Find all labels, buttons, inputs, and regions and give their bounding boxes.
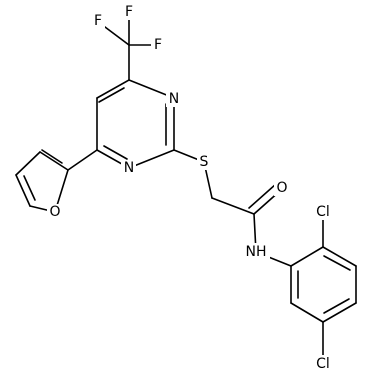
bond-pyr-c4-c5 [96,79,130,99]
atom-f-right: F [154,37,162,53]
bond-pyr-furan [67,149,98,171]
bond-pyr-c4-c5-inner [98,87,125,103]
bond-ar-c4-c5 [322,302,357,323]
label-bg [274,180,290,196]
label-bg [92,13,105,29]
bond-pyr-n1-c2 [128,149,175,169]
bond-ch2-carbonyl [211,197,255,215]
bond-ar-c2-c3 [322,246,357,267]
label-bg [312,355,334,372]
label-bg [121,160,136,176]
atom-f-left: F [94,13,102,29]
atom-f-top: F [125,4,133,20]
label-bg [244,243,270,260]
atom-s: S [200,154,209,170]
label-bg [123,4,136,20]
bond-pyr-c6-n1-inner [103,145,128,160]
label-bg [151,37,164,53]
bond-carbonyl-o-double [248,183,277,209]
atom-nh-amide: NH [246,244,267,260]
atom-cl-bottom: Cl [316,356,330,372]
label-bg [312,203,334,220]
bond-ar-c1-c2 [290,246,324,267]
bond-ar-c2-c3-inner [323,255,351,271]
atom-n-pyrimidine-bottom: N [124,160,134,176]
bond-furan-c4-c5 [15,174,31,207]
label-bg [197,153,211,170]
bond-furan-c2-c3 [39,151,69,171]
atom-o-carbonyl: O [276,180,287,196]
label-bg [166,91,181,107]
bond-furan-c3-c4 [15,151,41,176]
bond-furan-c4-c5-inner [23,175,36,201]
label-bg [47,204,63,220]
bond-ar-c4-c5-inner [323,298,350,314]
bond-cf3-f-left [100,23,130,46]
atom-n-pyrimidine-top: N [169,91,179,107]
atom-cl-top: Cl [316,204,330,220]
atom-o-furan: O [49,204,60,220]
bond-ar-c5-c6 [290,302,324,323]
bond-furan-c2-c3-inner [41,149,63,164]
